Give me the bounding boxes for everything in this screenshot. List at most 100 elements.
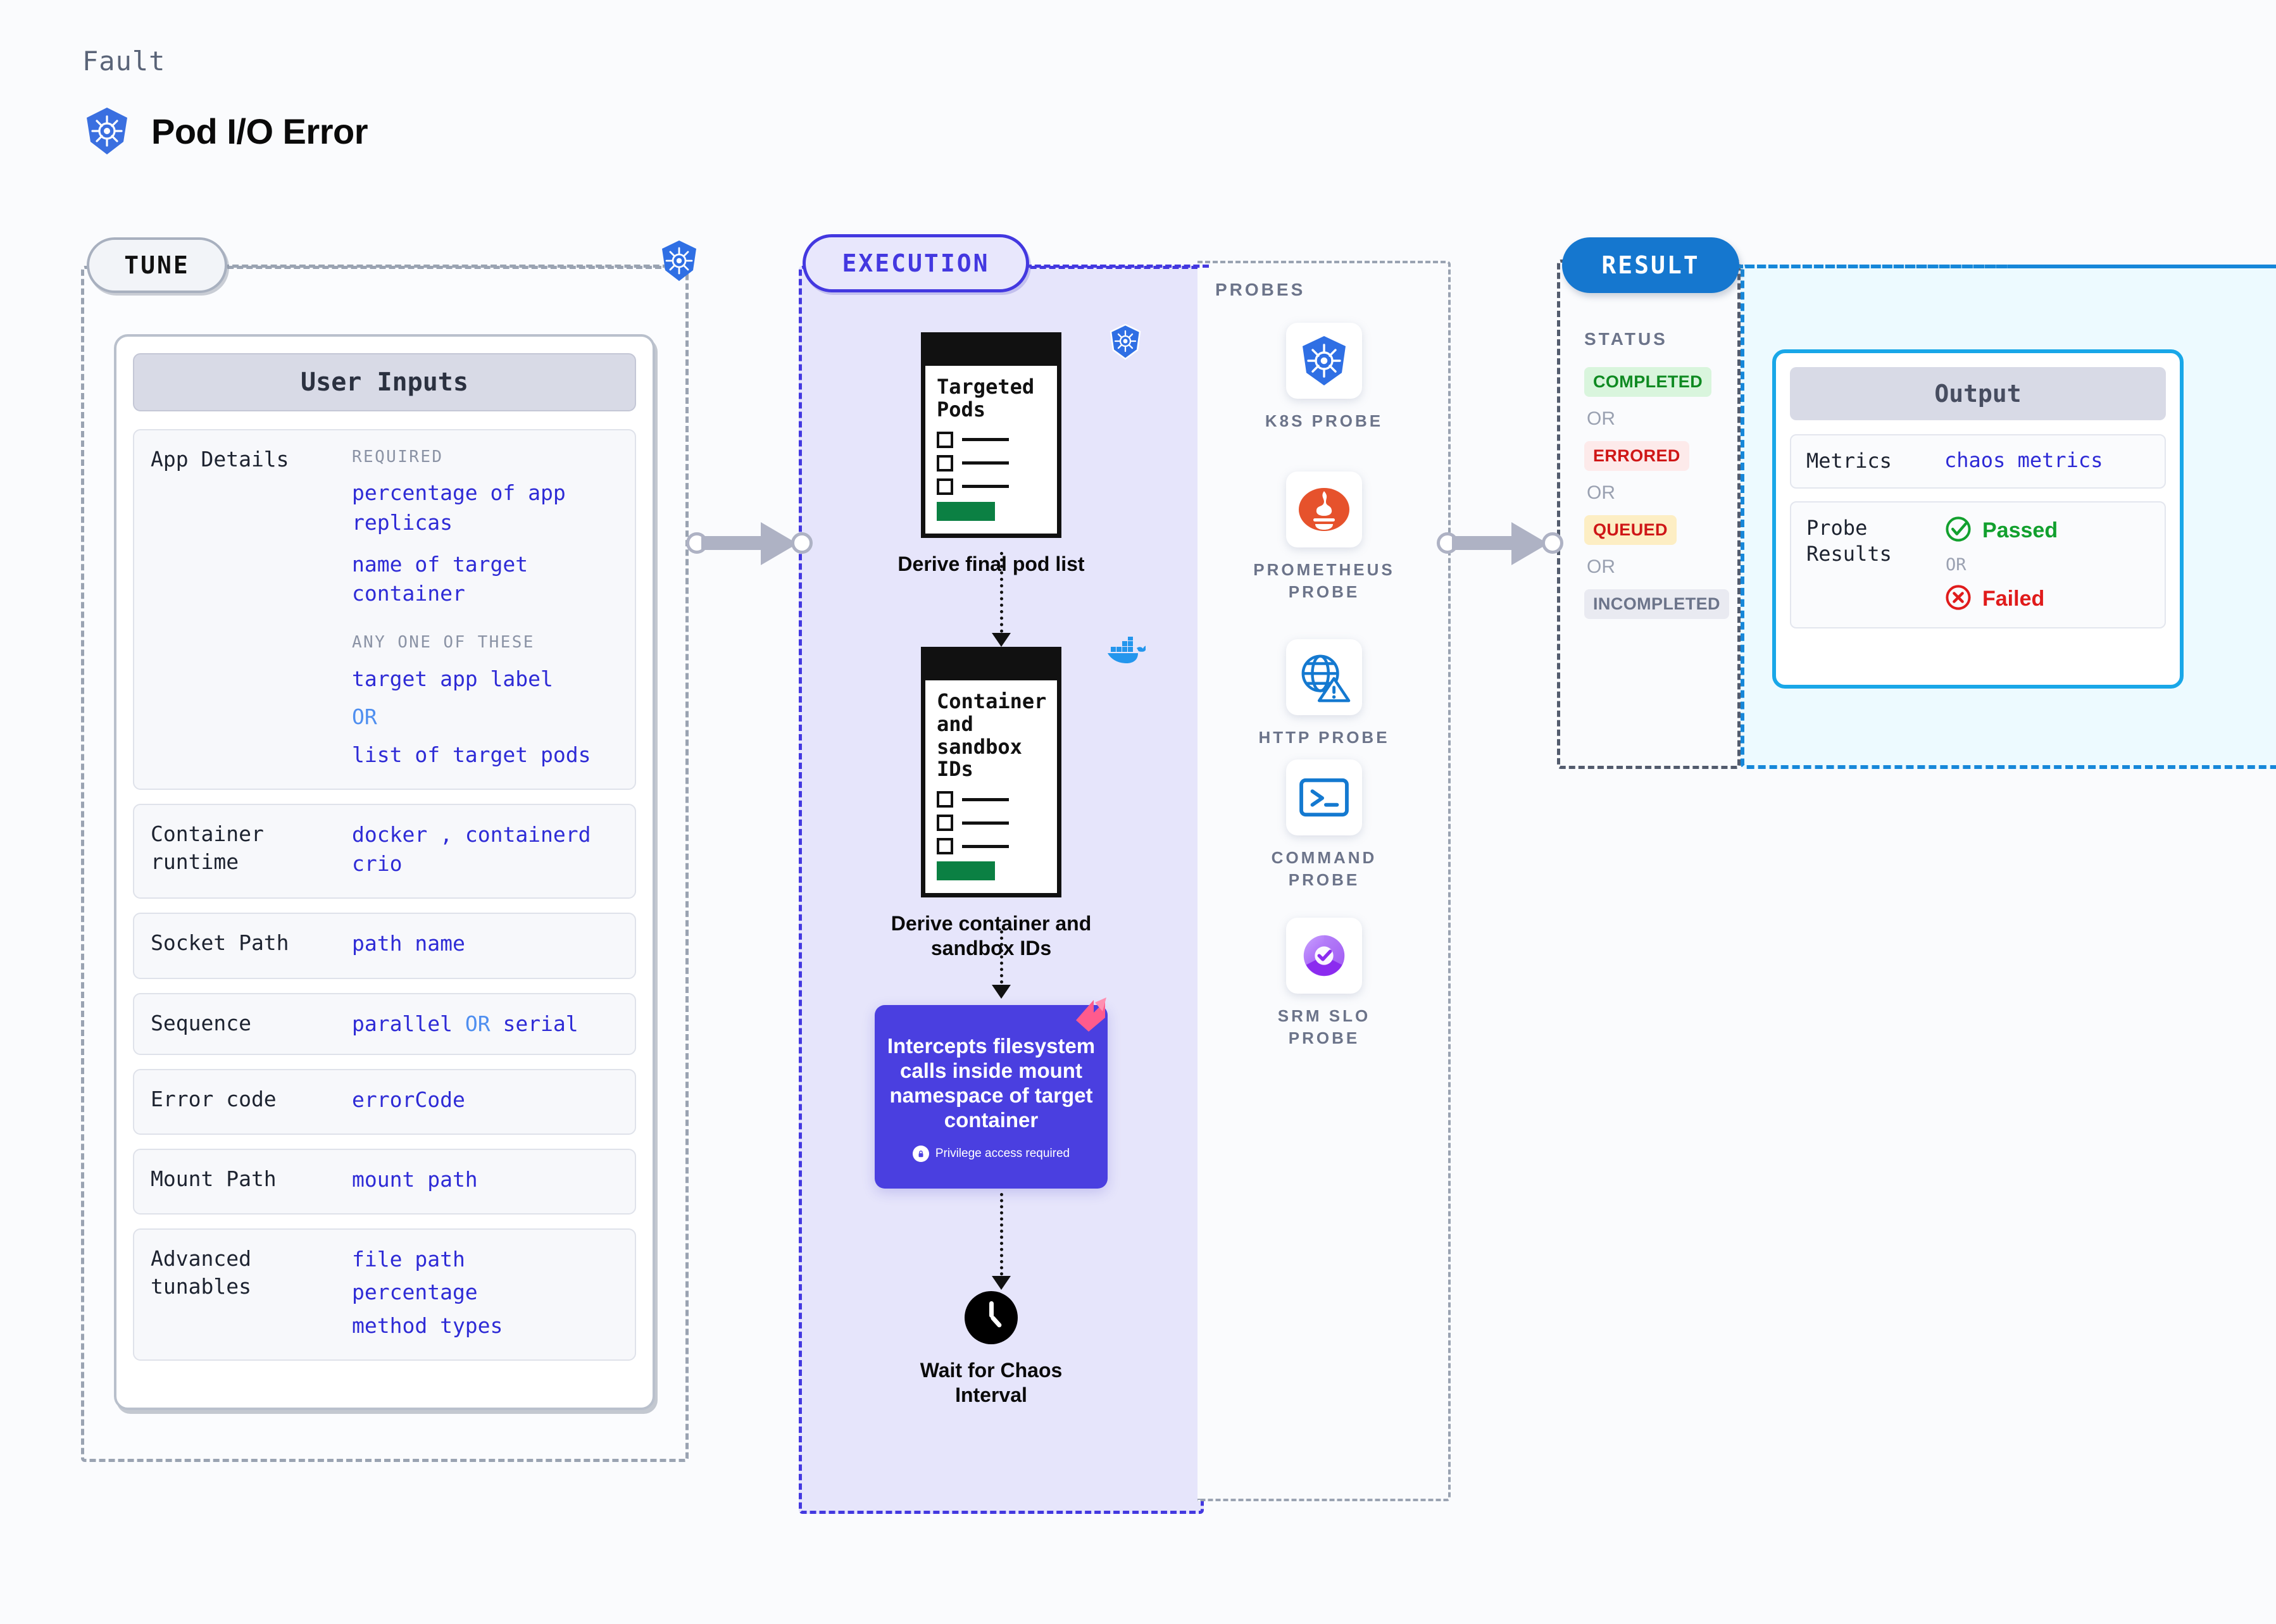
checkbox-icon: [937, 454, 953, 472]
input-value: mount path: [352, 1167, 478, 1192]
input-value: file path: [352, 1247, 465, 1272]
checkbox-icon: [937, 838, 953, 855]
or-separator: OR: [465, 1011, 491, 1036]
output-row-metrics[interactable]: Metrics chaos metrics: [1790, 434, 2166, 489]
probe-result-label: Passed: [1982, 518, 2058, 542]
input-value: serial: [503, 1011, 578, 1036]
status-bar: [937, 861, 995, 881]
execution-leader-line: [1025, 265, 1209, 268]
srm-slo-icon: [1286, 918, 1362, 994]
document-title: Container and sandbox IDs: [937, 689, 1047, 782]
input-row-sequence[interactable]: Sequence parallel OR serial: [133, 992, 636, 1055]
or-separator: OR: [1587, 556, 1615, 577]
flow-connector: [1000, 930, 1003, 990]
input-value-group: file path percentage method types: [352, 1245, 618, 1344]
kubernetes-icon: [1286, 323, 1362, 399]
input-label: Socket Path: [151, 930, 289, 956]
input-row-socket-path[interactable]: Socket Path path name: [133, 913, 636, 979]
flow-connector: [1000, 1193, 1003, 1282]
probe-srm-slo[interactable]: SRM SLO PROBE: [1242, 918, 1406, 1049]
input-row-error-code[interactable]: Error code errorCode: [133, 1068, 636, 1135]
x-circle-icon: [1944, 584, 1972, 615]
input-row-advanced-tunables[interactable]: Advanced tunables file path percentage m…: [133, 1228, 636, 1361]
clock-icon: [965, 1291, 1018, 1344]
probe-k8s[interactable]: K8S PROBE: [1242, 323, 1406, 432]
input-row-container-runtime[interactable]: Container runtime docker , containerd cr…: [133, 804, 636, 899]
flow-arrowhead-icon: [992, 1276, 1011, 1290]
stage-chip-result[interactable]: RESULT: [1562, 237, 1739, 293]
prometheus-icon: [1286, 472, 1362, 547]
probe-label: PROMETHEUS PROBE: [1253, 560, 1395, 602]
probes-title: PROBES: [1215, 280, 1306, 299]
tune-leader-line: [223, 265, 678, 268]
check-circle-icon: [1944, 515, 1972, 546]
stage-chip-tune[interactable]: TUNE: [87, 237, 227, 293]
result-leader-line: [1735, 265, 2276, 268]
document-card: Container and sandbox IDs: [921, 647, 1061, 898]
globe-warning-icon: [1286, 639, 1362, 715]
input-value: percentage of app replicas: [352, 480, 566, 535]
checkbox-icon: [937, 431, 953, 448]
input-value: containerd: [465, 822, 591, 847]
input-value: errorCode: [352, 1087, 465, 1112]
terminal-icon: [1286, 759, 1362, 835]
or-separator: OR: [1587, 482, 1615, 503]
input-value-group: mount path: [352, 1165, 618, 1198]
input-value: list of target pods: [352, 742, 591, 767]
probe-prometheus[interactable]: PROMETHEUS PROBE: [1242, 472, 1406, 603]
checkbox-icon: [937, 815, 953, 832]
output-value: chaos metrics: [1944, 448, 2103, 472]
output-label: Probe Results: [1806, 515, 1892, 566]
or-separator: OR: [1587, 408, 1615, 429]
probes-panel: [1197, 261, 1451, 1501]
probe-command[interactable]: COMMAND PROBE: [1242, 759, 1406, 891]
status-badge-completed: COMPLETED: [1584, 367, 1712, 397]
node-caption: Wait for Chaos Interval: [920, 1359, 1063, 1407]
input-value-group: path name: [352, 929, 618, 962]
user-inputs-card: User Inputs App Details REQUIRED percent…: [114, 334, 655, 1410]
connector-execution-to-result: [1437, 522, 1563, 565]
input-row-mount-path[interactable]: Mount Path mount path: [133, 1149, 636, 1215]
page-title: Pod I/O Error: [151, 111, 368, 151]
input-label: Container runtime: [151, 821, 264, 874]
status-badge-errored: ERRORED: [1584, 441, 1689, 471]
probe-label: SRM SLO PROBE: [1277, 1006, 1371, 1048]
input-value-group: errorCode: [352, 1085, 618, 1118]
kubernetes-icon: [660, 239, 699, 282]
execution-node-targeted-pods: Targeted Pods Derive final pod list: [897, 323, 1141, 577]
fault-action-card: Intercepts filesystem calls inside mount…: [875, 997, 1108, 1189]
user-inputs-title: User Inputs: [133, 353, 636, 411]
probe-label: HTTP PROBE: [1258, 728, 1390, 747]
flow-arrowhead-icon: [992, 633, 1011, 647]
stage-chip-execution[interactable]: EXECUTION: [803, 234, 1029, 292]
probe-http[interactable]: HTTP PROBE: [1242, 639, 1406, 749]
checkbox-icon: [937, 478, 953, 495]
checkbox-icon: [937, 791, 953, 808]
status-title: STATUS: [1584, 329, 1668, 349]
flow-connector: [1000, 552, 1003, 639]
probe-result-label: Failed: [1982, 586, 2045, 611]
output-card: Output Metrics chaos metrics Probe Resul…: [1772, 349, 2184, 689]
output-row-probe-results[interactable]: Probe Results Passed OR: [1790, 501, 2166, 628]
privilege-note: Privilege access required: [912, 1145, 1070, 1162]
input-value: target app label: [352, 666, 553, 691]
anyone-caption: ANY ONE OF THESE: [352, 633, 535, 653]
node-caption: Derive final pod list: [897, 552, 1085, 575]
input-value: path name: [352, 931, 465, 956]
input-value-group: REQUIRED percentage of app replicas name…: [352, 446, 618, 773]
input-value: parallel: [352, 1011, 453, 1036]
fault-kicker: Fault: [82, 46, 166, 77]
execution-node-container-sandbox: Container and sandbox IDs Derive contain: [891, 635, 1147, 961]
probe-result-values: Passed OR Failed: [1944, 515, 2058, 615]
input-label: Advanced tunables: [151, 1246, 251, 1299]
status-bar: [937, 501, 995, 521]
probe-result-failed: Failed: [1944, 584, 2058, 615]
input-row-app-details[interactable]: App Details REQUIRED percentage of app r…: [133, 429, 636, 790]
value-separator: ,: [440, 822, 453, 847]
output-label: Metrics: [1806, 449, 1892, 473]
result-status-panel: [1557, 259, 1741, 769]
document-title: Targeted Pods: [937, 375, 1035, 422]
input-value: method types: [352, 1313, 503, 1338]
input-value: name of target container: [352, 551, 528, 606]
